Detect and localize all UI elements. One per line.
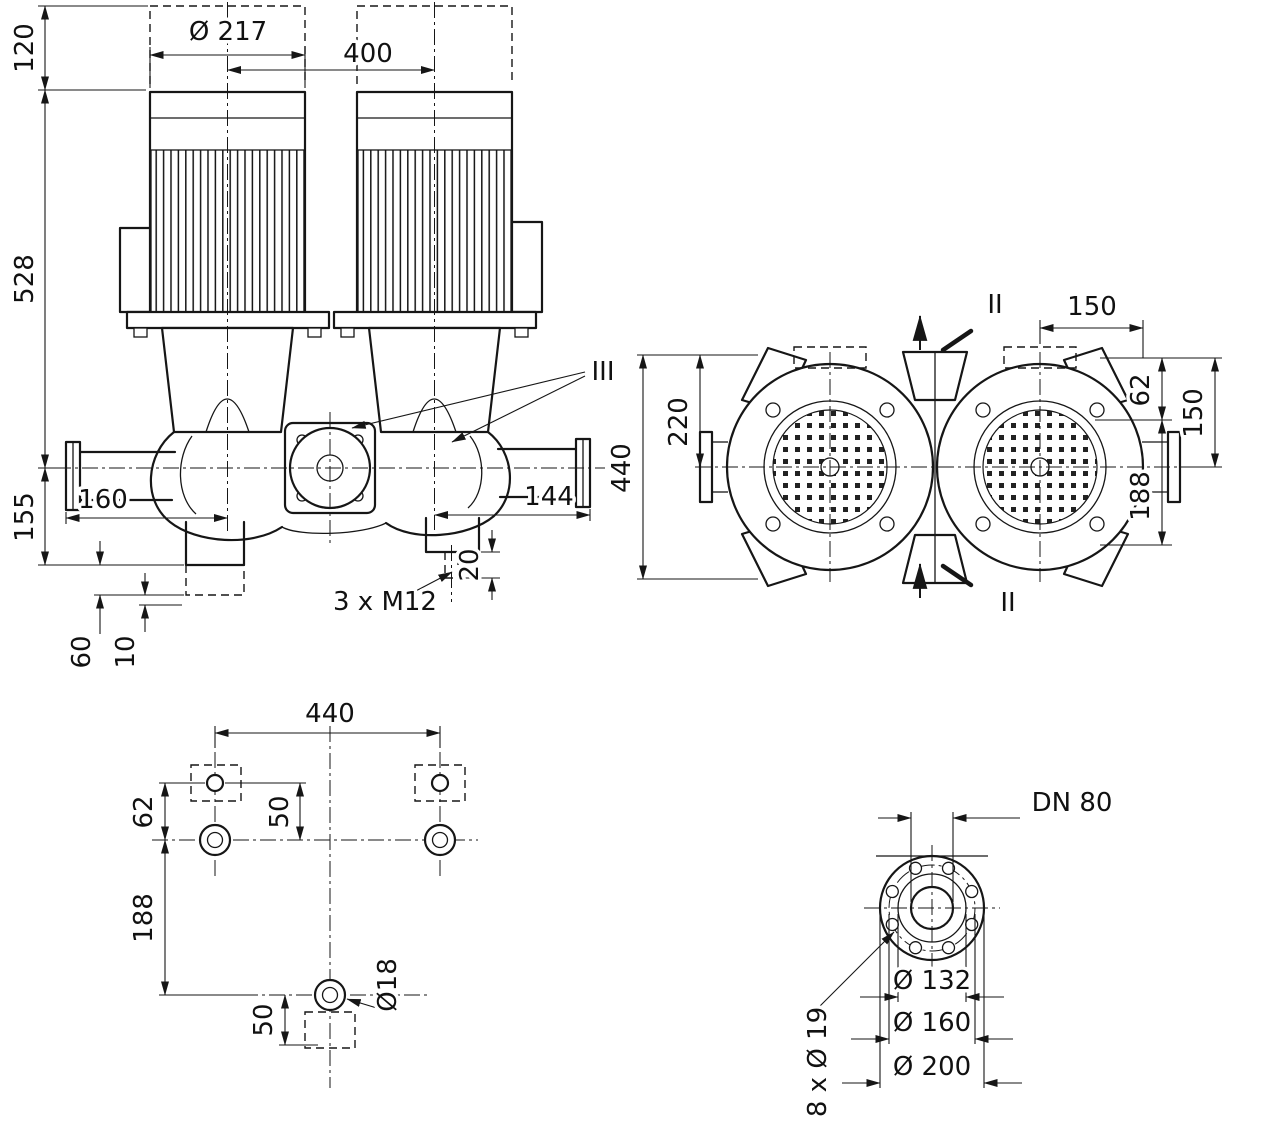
dimensions-front: Ø 217 400 120 528 155 160 144: [7, 5, 618, 672]
front-view: Ø 217 400 120 528 155 160 144: [7, 2, 618, 672]
dim-plan-150-top: 150: [1067, 292, 1117, 322]
dim-base-62: 62: [129, 795, 159, 828]
dim-base-50-bottom: 50: [249, 1003, 279, 1036]
dim-d132: Ø 132: [893, 966, 971, 996]
dim-motor-height: 528: [10, 254, 40, 304]
bolt-callout: 8 x Ø 19: [803, 1007, 833, 1117]
dim-foot-60: 60: [67, 635, 97, 668]
top-view: II II 150 220 440 62: [604, 287, 1222, 622]
flange-view: DN 80 Ø 132 Ø 160 Ø 200 8 x Ø 19: [800, 785, 1116, 1121]
dim-top-clearance: 120: [10, 23, 40, 73]
dim-plan-188: 188: [1126, 471, 1156, 521]
dim-dn80: DN 80: [1032, 788, 1113, 818]
terminal-box-phantoms: [793, 346, 1077, 369]
hole-callout-d18: Ø18: [373, 958, 403, 1012]
section-marker-II-top: II: [987, 290, 1002, 320]
foot-holes: [198, 773, 457, 1012]
dimensions-flange: DN 80 Ø 132 Ø 160 Ø 200 8 x Ø 19: [800, 785, 1116, 1121]
dim-base-188: 188: [129, 893, 159, 943]
pump-feet: [184, 516, 481, 596]
section-marker-III: III: [591, 357, 614, 387]
thread-callout: 3 x M12: [333, 587, 437, 617]
centerlines-plan: [695, 352, 1185, 582]
flange-circles: [864, 845, 1000, 980]
dimensions-plan: 150 220 440 62 188 150: [604, 289, 1222, 580]
dim-motor-spacing: 400: [343, 39, 393, 69]
centerlines-base: [152, 726, 478, 1088]
dim-base-height: 155: [10, 492, 40, 542]
dimensions-base: 440 50 62 188 50 Ø18: [126, 696, 441, 1046]
dim-port-left: 160: [78, 485, 128, 515]
dim-drain-depth: 20: [455, 548, 485, 581]
dim-plan-220: 220: [664, 397, 694, 447]
section-marker-II-bottom: II: [1000, 588, 1015, 618]
dim-plan-150-right: 150: [1179, 388, 1209, 438]
dim-base-440: 440: [305, 699, 355, 729]
dim-port-right: 144: [524, 482, 574, 512]
dim-plan-62: 62: [1126, 373, 1156, 406]
dim-plan-440: 440: [607, 443, 637, 493]
left-motor: [118, 5, 307, 314]
base-view: 440 50 62 188 50 Ø18: [126, 696, 478, 1088]
dim-foot-10: 10: [111, 635, 141, 668]
section-cut-II: II II: [912, 287, 1019, 622]
dim-base-50-top: 50: [265, 795, 295, 828]
dim-d200: Ø 200: [893, 1052, 971, 1082]
dim-d160: Ø 160: [893, 1008, 971, 1038]
dim-motor-diameter: Ø 217: [189, 17, 267, 47]
